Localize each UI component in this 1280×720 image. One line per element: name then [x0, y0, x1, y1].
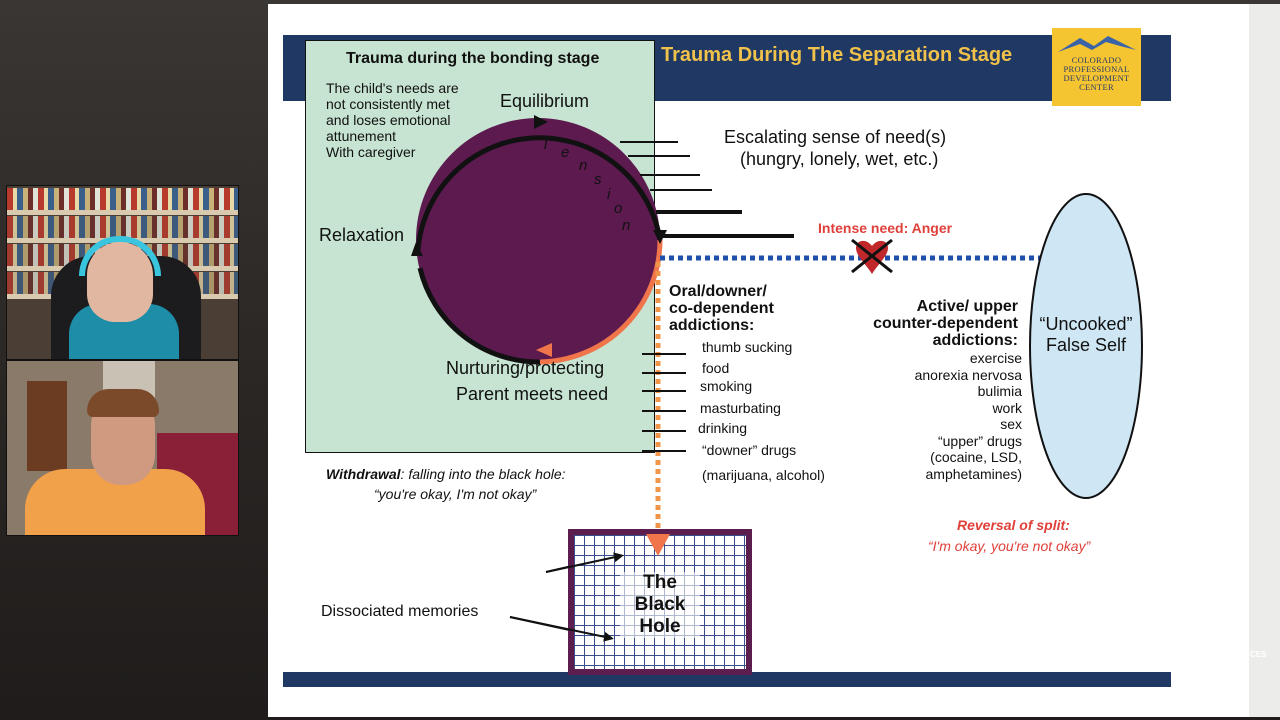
false-self-oval	[1029, 193, 1143, 499]
desc-line: not consistently met	[326, 96, 450, 112]
active-item: anorexia nervosa	[914, 366, 1022, 383]
cycle-arc-black	[415, 135, 663, 251]
shelf	[7, 210, 238, 215]
desc-line: With caregiver	[326, 144, 416, 160]
active-item: bulimia	[977, 383, 1022, 399]
cycle-arc-black-lower	[417, 267, 541, 365]
false-self-label: “Uncooked” False Self	[1030, 314, 1142, 356]
logo-line: PROFESSIONAL	[1063, 64, 1130, 74]
desc-line: The child's needs are	[326, 80, 459, 96]
active-item: work	[992, 399, 1022, 416]
false-self-line: “Uncooked”	[1039, 314, 1133, 334]
tension-letter: n	[579, 157, 588, 174]
black-hole-line: Hole	[639, 616, 681, 637]
active-item: sex	[1000, 416, 1022, 432]
slide-title: Trauma During The Separation Stage	[661, 44, 1013, 66]
label-equilibrium: Equilibrium	[500, 91, 590, 111]
withdrawal-bold: Withdrawal	[326, 466, 401, 482]
oral-title-line: co-dependent	[669, 300, 774, 317]
tension-circle	[416, 118, 660, 362]
black-hole-line: Black	[634, 594, 686, 615]
desc-line: attunement	[326, 128, 397, 144]
oral-item: food	[702, 360, 730, 376]
oral-item: “downer” drugs	[702, 442, 797, 458]
oral-item: smoking	[700, 378, 753, 394]
black-hole-label: The Black Hole	[620, 572, 700, 638]
next-slide-edge	[1249, 4, 1280, 717]
oral-title-line: Oral/downer/	[669, 283, 767, 300]
logo-line: COLORADO	[1071, 55, 1122, 65]
slide-footer-bar	[283, 672, 1171, 687]
bookshelf-row	[7, 188, 238, 210]
tension-letter: n	[622, 217, 631, 234]
oral-item: thumb sucking	[702, 339, 793, 355]
active-addictions-title: Active/ upper counter-dependent addictio…	[856, 298, 1018, 349]
video-tile-participant-2[interactable]	[6, 360, 239, 536]
label-relaxation: Relaxation	[319, 225, 405, 245]
panel-description: The child's needs are not consistently m…	[326, 80, 459, 160]
black-hole-line: The	[643, 572, 677, 593]
false-self-line: False Self	[1045, 335, 1127, 355]
logo-line: DEVELOPMENT	[1063, 73, 1130, 83]
bookshelf-row	[7, 216, 238, 238]
intense-need-label: Intense need: Anger	[818, 220, 953, 236]
escalating-line: Escalating sense of need(s)	[724, 127, 947, 147]
person-hair	[87, 389, 159, 417]
oral-item: drinking	[698, 420, 748, 436]
withdrawal-quote: “you're okay, I'm not okay”	[374, 486, 537, 502]
reversal-quote: “I'm okay, you're not okay”	[928, 538, 1091, 554]
dissociated-memories-label: Dissociated memories	[321, 603, 479, 620]
oral-title-line: addictions:	[669, 317, 755, 334]
tension-letter: e	[561, 144, 570, 161]
oral-item: (marijuana, alcohol)	[702, 467, 825, 483]
arrowhead-nurturing	[536, 343, 552, 357]
reversal-title: Reversal of split:	[957, 517, 1070, 533]
tension-letter: T	[541, 136, 551, 153]
escalating-line: (hungry, lonely, wet, etc.)	[740, 149, 939, 169]
label-nurturing: Nurturing/protecting	[446, 358, 605, 378]
active-item: exercise	[969, 350, 1022, 366]
withdrawal-text: Withdrawal: falling into the black hole:	[326, 466, 566, 482]
tension-letter: i	[607, 186, 611, 203]
withdrawal-rest: : falling into the black hole:	[400, 466, 566, 482]
oral-item: masturbating	[700, 400, 781, 416]
label-parent-meets-need: Parent meets need	[456, 384, 609, 404]
active-items-list: exercise anorexia nervosa bulimia work s…	[870, 350, 1022, 482]
active-item: “upper” drugs	[937, 432, 1022, 449]
desc-line: and loses emotional	[326, 112, 451, 128]
oral-addictions-title: Oral/downer/ co-dependent addictions:	[669, 283, 774, 334]
tension-letter: o	[614, 200, 623, 217]
active-title-line: Active/ upper	[916, 298, 1018, 315]
arrowhead-equilibrium	[534, 115, 548, 129]
video-tile-participant-1[interactable]	[6, 185, 239, 360]
active-title-line: counter-dependent	[873, 315, 1018, 332]
partial-slide-text: CES	[1250, 650, 1267, 659]
tension-letter: s	[594, 171, 602, 188]
active-item: (cocaine, LSD,	[930, 449, 1022, 465]
escalating-need-text: Escalating sense of need(s) (hungry, lon…	[724, 126, 946, 170]
arrowhead-relaxation	[411, 242, 423, 256]
logo-line: CENTER	[1079, 82, 1114, 92]
panel-title: Trauma during the bonding stage	[346, 50, 600, 67]
logo-text: COLORADO PROFESSIONAL DEVELOPMENT CENTER	[1052, 56, 1141, 92]
active-item: amphetamines)	[925, 465, 1023, 482]
wooden-cabinet	[27, 381, 67, 471]
active-title-line: addictions:	[932, 332, 1018, 349]
